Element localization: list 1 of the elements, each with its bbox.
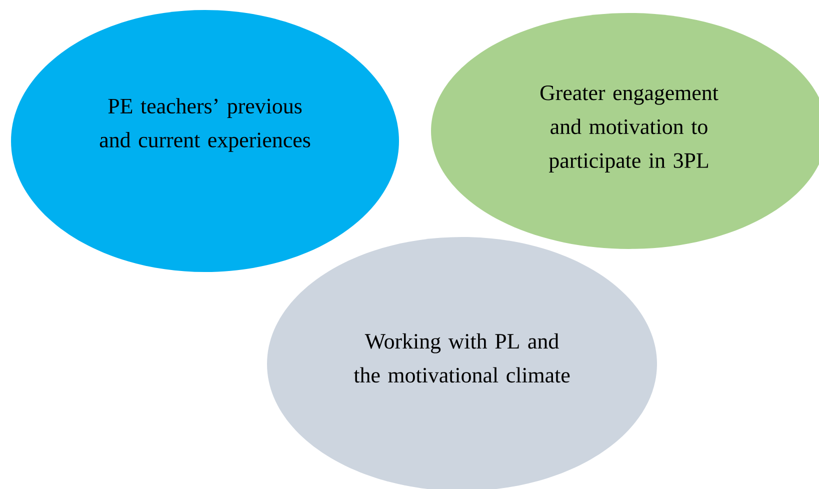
ellipse-node: PE teachers’ previous and current experiences (11, 10, 399, 272)
